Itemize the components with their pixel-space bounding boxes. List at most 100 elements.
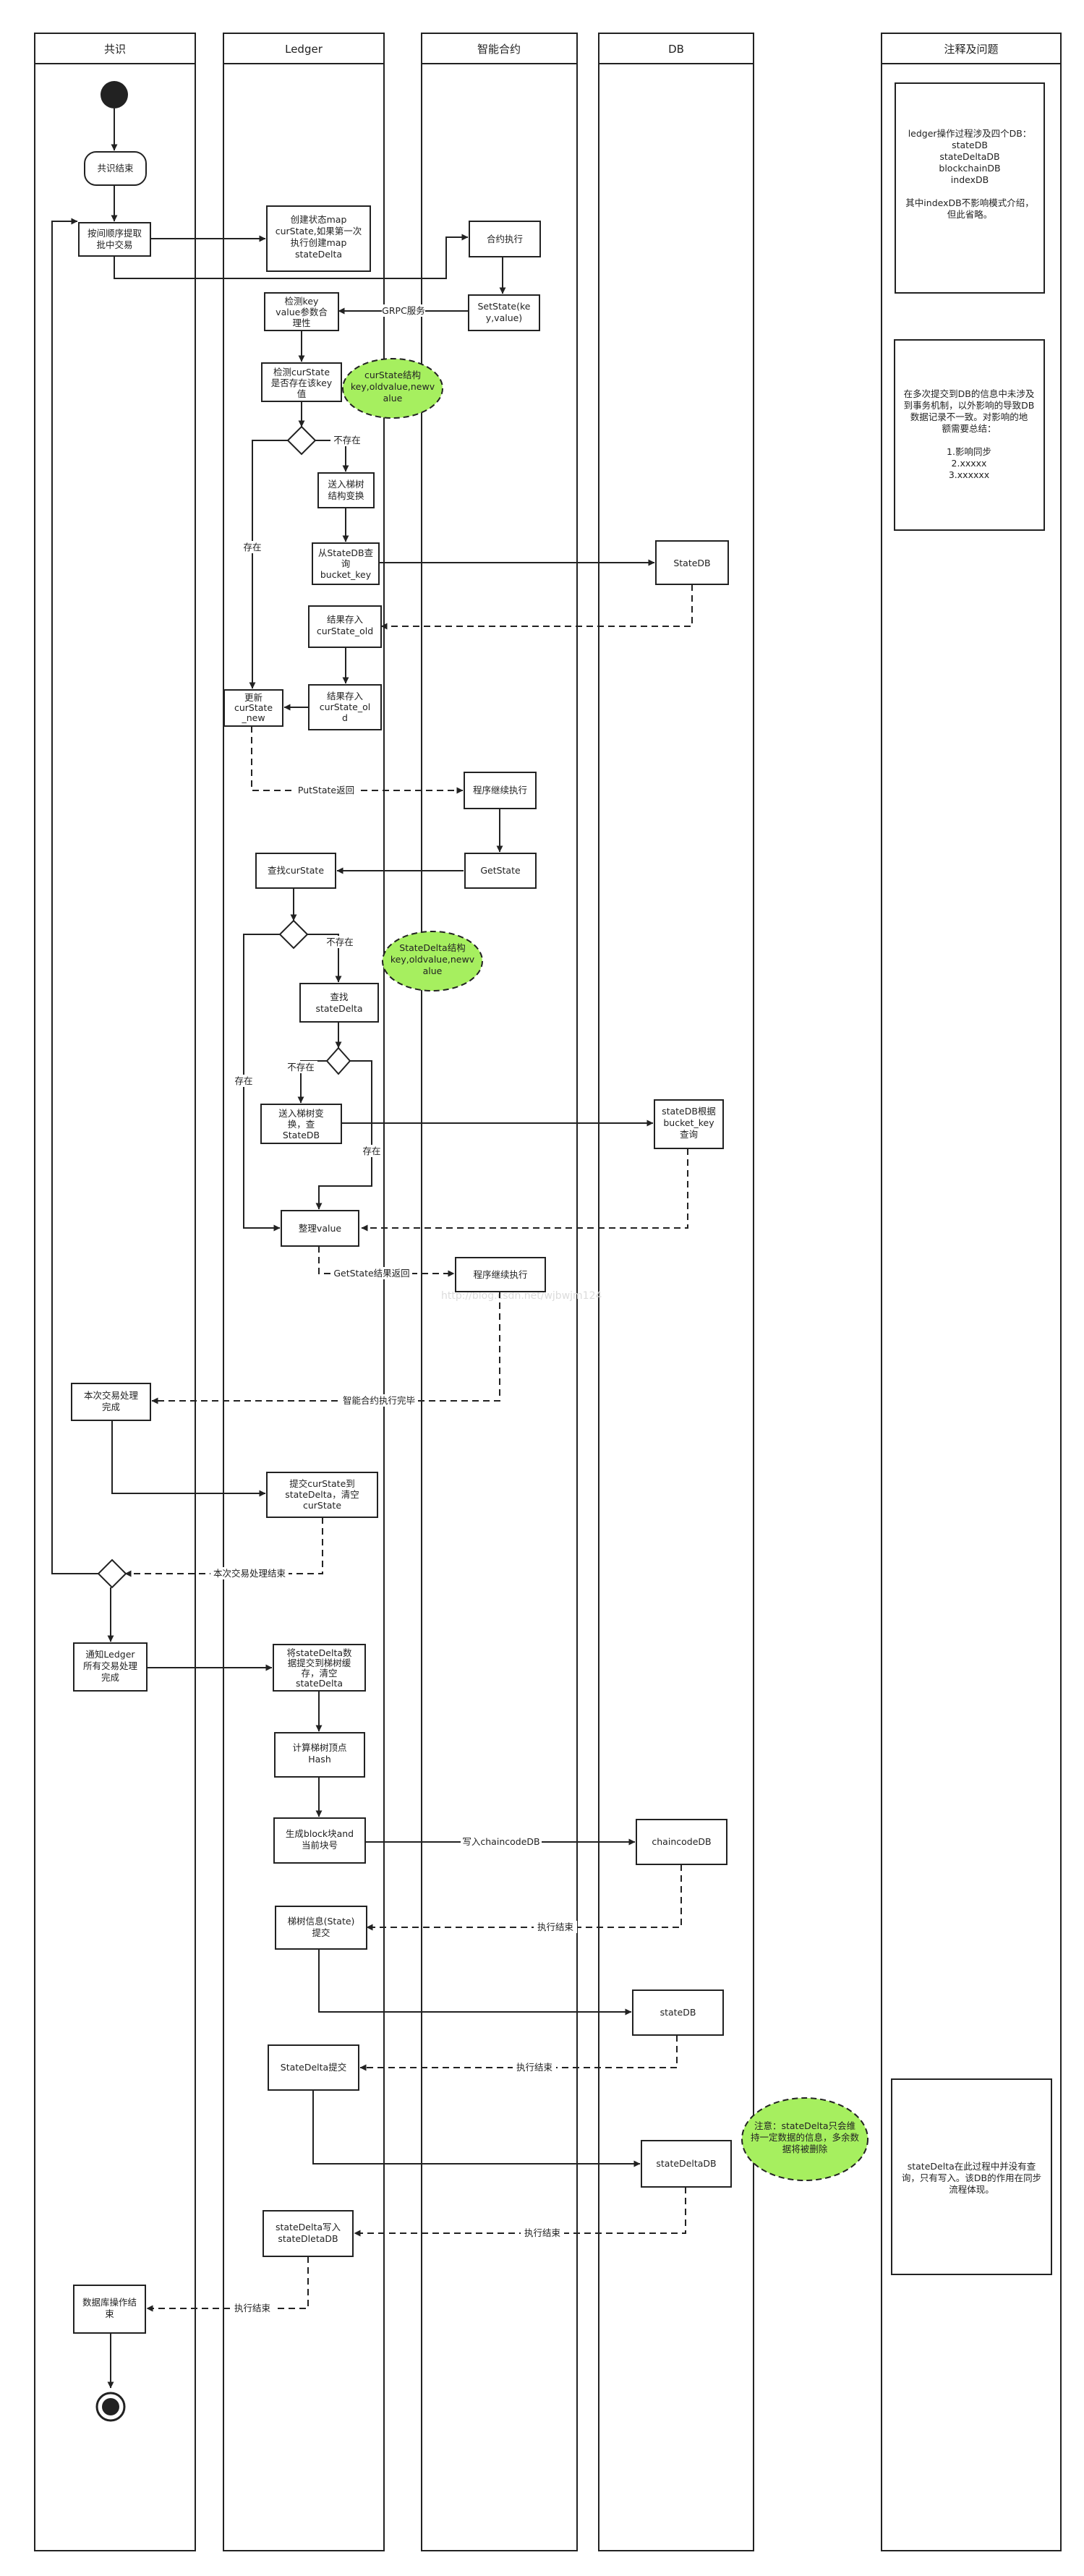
decision-delta-found xyxy=(325,1046,351,1075)
svg-text:SetState(key,value): SetState(key,value) xyxy=(478,301,531,323)
svg-text:查找curState: 查找curState xyxy=(268,865,324,876)
lane-header-db: DB xyxy=(668,43,684,56)
label-exist-3: 存在 xyxy=(362,1146,380,1156)
label-exec-end-3: 执行结束 xyxy=(524,2227,561,2238)
label-write-chaincode: 写入chaincodeDB xyxy=(462,1836,539,1847)
label-contract-done: 智能合约执行完毕 xyxy=(343,1395,415,1406)
node-organize-value: 整理value xyxy=(281,1210,359,1247)
label-putstate-return: PutState返回 xyxy=(298,785,354,796)
lane-header-consensus: 共识 xyxy=(104,43,126,56)
node-statedb-1: StateDB xyxy=(655,540,729,585)
node-chaincode-db: chaincodeDB xyxy=(636,1819,727,1865)
node-continue-exec-1: 程序继续执行 xyxy=(464,772,537,809)
watermark: http://blog.csdn.net/wjbwjm124 xyxy=(441,1290,602,1302)
label-not-exist-2: 不存在 xyxy=(326,937,354,947)
node-find-curstate: 查找curState xyxy=(255,853,336,889)
end-node xyxy=(95,2392,126,2422)
svg-text:stateDelta在此过程中并没有查询，只有写入。该DB的: stateDelta在此过程中并没有查询，只有写入。该DB的作用在同步流程体现。 xyxy=(902,2161,1041,2195)
label-not-exist-3: 不存在 xyxy=(287,1062,315,1072)
svg-text:送入梯树结构变换: 送入梯树结构变换 xyxy=(328,479,364,501)
svg-text:程序继续执行: 程序继续执行 xyxy=(473,785,527,796)
decision-curstate-exists xyxy=(286,425,317,456)
node-to-tree-key: 送入梯树结构变换 xyxy=(317,472,375,508)
label-exec-end-4: 执行结束 xyxy=(234,2303,271,2313)
svg-text:整理value: 整理value xyxy=(299,1223,341,1234)
svg-text:本次交易处理完成: 本次交易处理完成 xyxy=(84,1390,139,1412)
bubble-delta-note: 注意：stateDelta只会维持一定数据的信息，多余数据将被删除 xyxy=(741,2097,869,2181)
label-exec-end-1: 执行结束 xyxy=(537,1922,574,1932)
node-contract-exec: 合约执行 xyxy=(469,221,541,257)
label-grpc: GRPC服务 xyxy=(382,305,425,316)
note-3: stateDelta在此过程中并没有查询，只有写入。该DB的作用在同步流程体现。 xyxy=(891,2078,1052,2275)
start-node xyxy=(101,81,128,108)
svg-text:程序继续执行: 程序继续执行 xyxy=(473,1269,527,1280)
svg-text:StateDelta提交: StateDelta提交 xyxy=(281,2062,346,2073)
svg-text:数据库操作结束: 数据库操作结束 xyxy=(82,2297,137,2319)
edge-labels: GRPC服务 不存在 存在 PutState返回 不存在 存在 不存在 存在 G… xyxy=(210,304,577,2314)
node-tx-done: 本次交易处理完成 xyxy=(71,1383,151,1421)
svg-text:stateDB: stateDB xyxy=(660,2007,696,2018)
lane-header-contract: 智能合约 xyxy=(477,43,521,56)
edges xyxy=(51,108,693,2389)
node-consensus-end: 共识结束 xyxy=(84,151,147,186)
label-getstate-return: GetState结果返回 xyxy=(333,1268,409,1279)
node-statedelta-db: stateDeltaDB xyxy=(641,2140,732,2188)
node-get-state: GetState xyxy=(464,853,537,889)
svg-text:合约执行: 合约执行 xyxy=(487,234,523,244)
svg-text:GetState: GetState xyxy=(480,865,521,876)
lane-header-notes: 注释及问题 xyxy=(944,43,998,56)
label-tx-end: 本次交易处理结束 xyxy=(213,1568,286,1579)
svg-text:chaincodeDB: chaincodeDB xyxy=(652,1836,711,1847)
lane-header-ledger: Ledger xyxy=(285,43,323,56)
swimlanes: 共识 Ledger 智能合约 DB 注释及问题 xyxy=(34,33,1062,2551)
svg-text:注意：stateDelta只会维持一定数据的信息，多余数据将: 注意：stateDelta只会维持一定数据的信息，多余数据将被删除 xyxy=(751,2120,860,2154)
svg-text:StateDB: StateDB xyxy=(673,558,710,568)
label-exist-1: 存在 xyxy=(243,542,261,553)
svg-text:按间顺序提取批中交易: 按间顺序提取批中交易 xyxy=(88,228,142,250)
node-statedb-2: stateDB xyxy=(632,1989,724,2036)
svg-text:梯树信息(State)提交: 梯树信息(State)提交 xyxy=(288,1916,355,1938)
label-not-exist-1: 不存在 xyxy=(333,435,361,445)
node-continue-exec-2: 程序继续执行 xyxy=(455,1257,546,1292)
label-exec-end-2: 执行结束 xyxy=(516,2062,553,2073)
node-statedelta-commit: StateDelta提交 xyxy=(268,2044,359,2091)
